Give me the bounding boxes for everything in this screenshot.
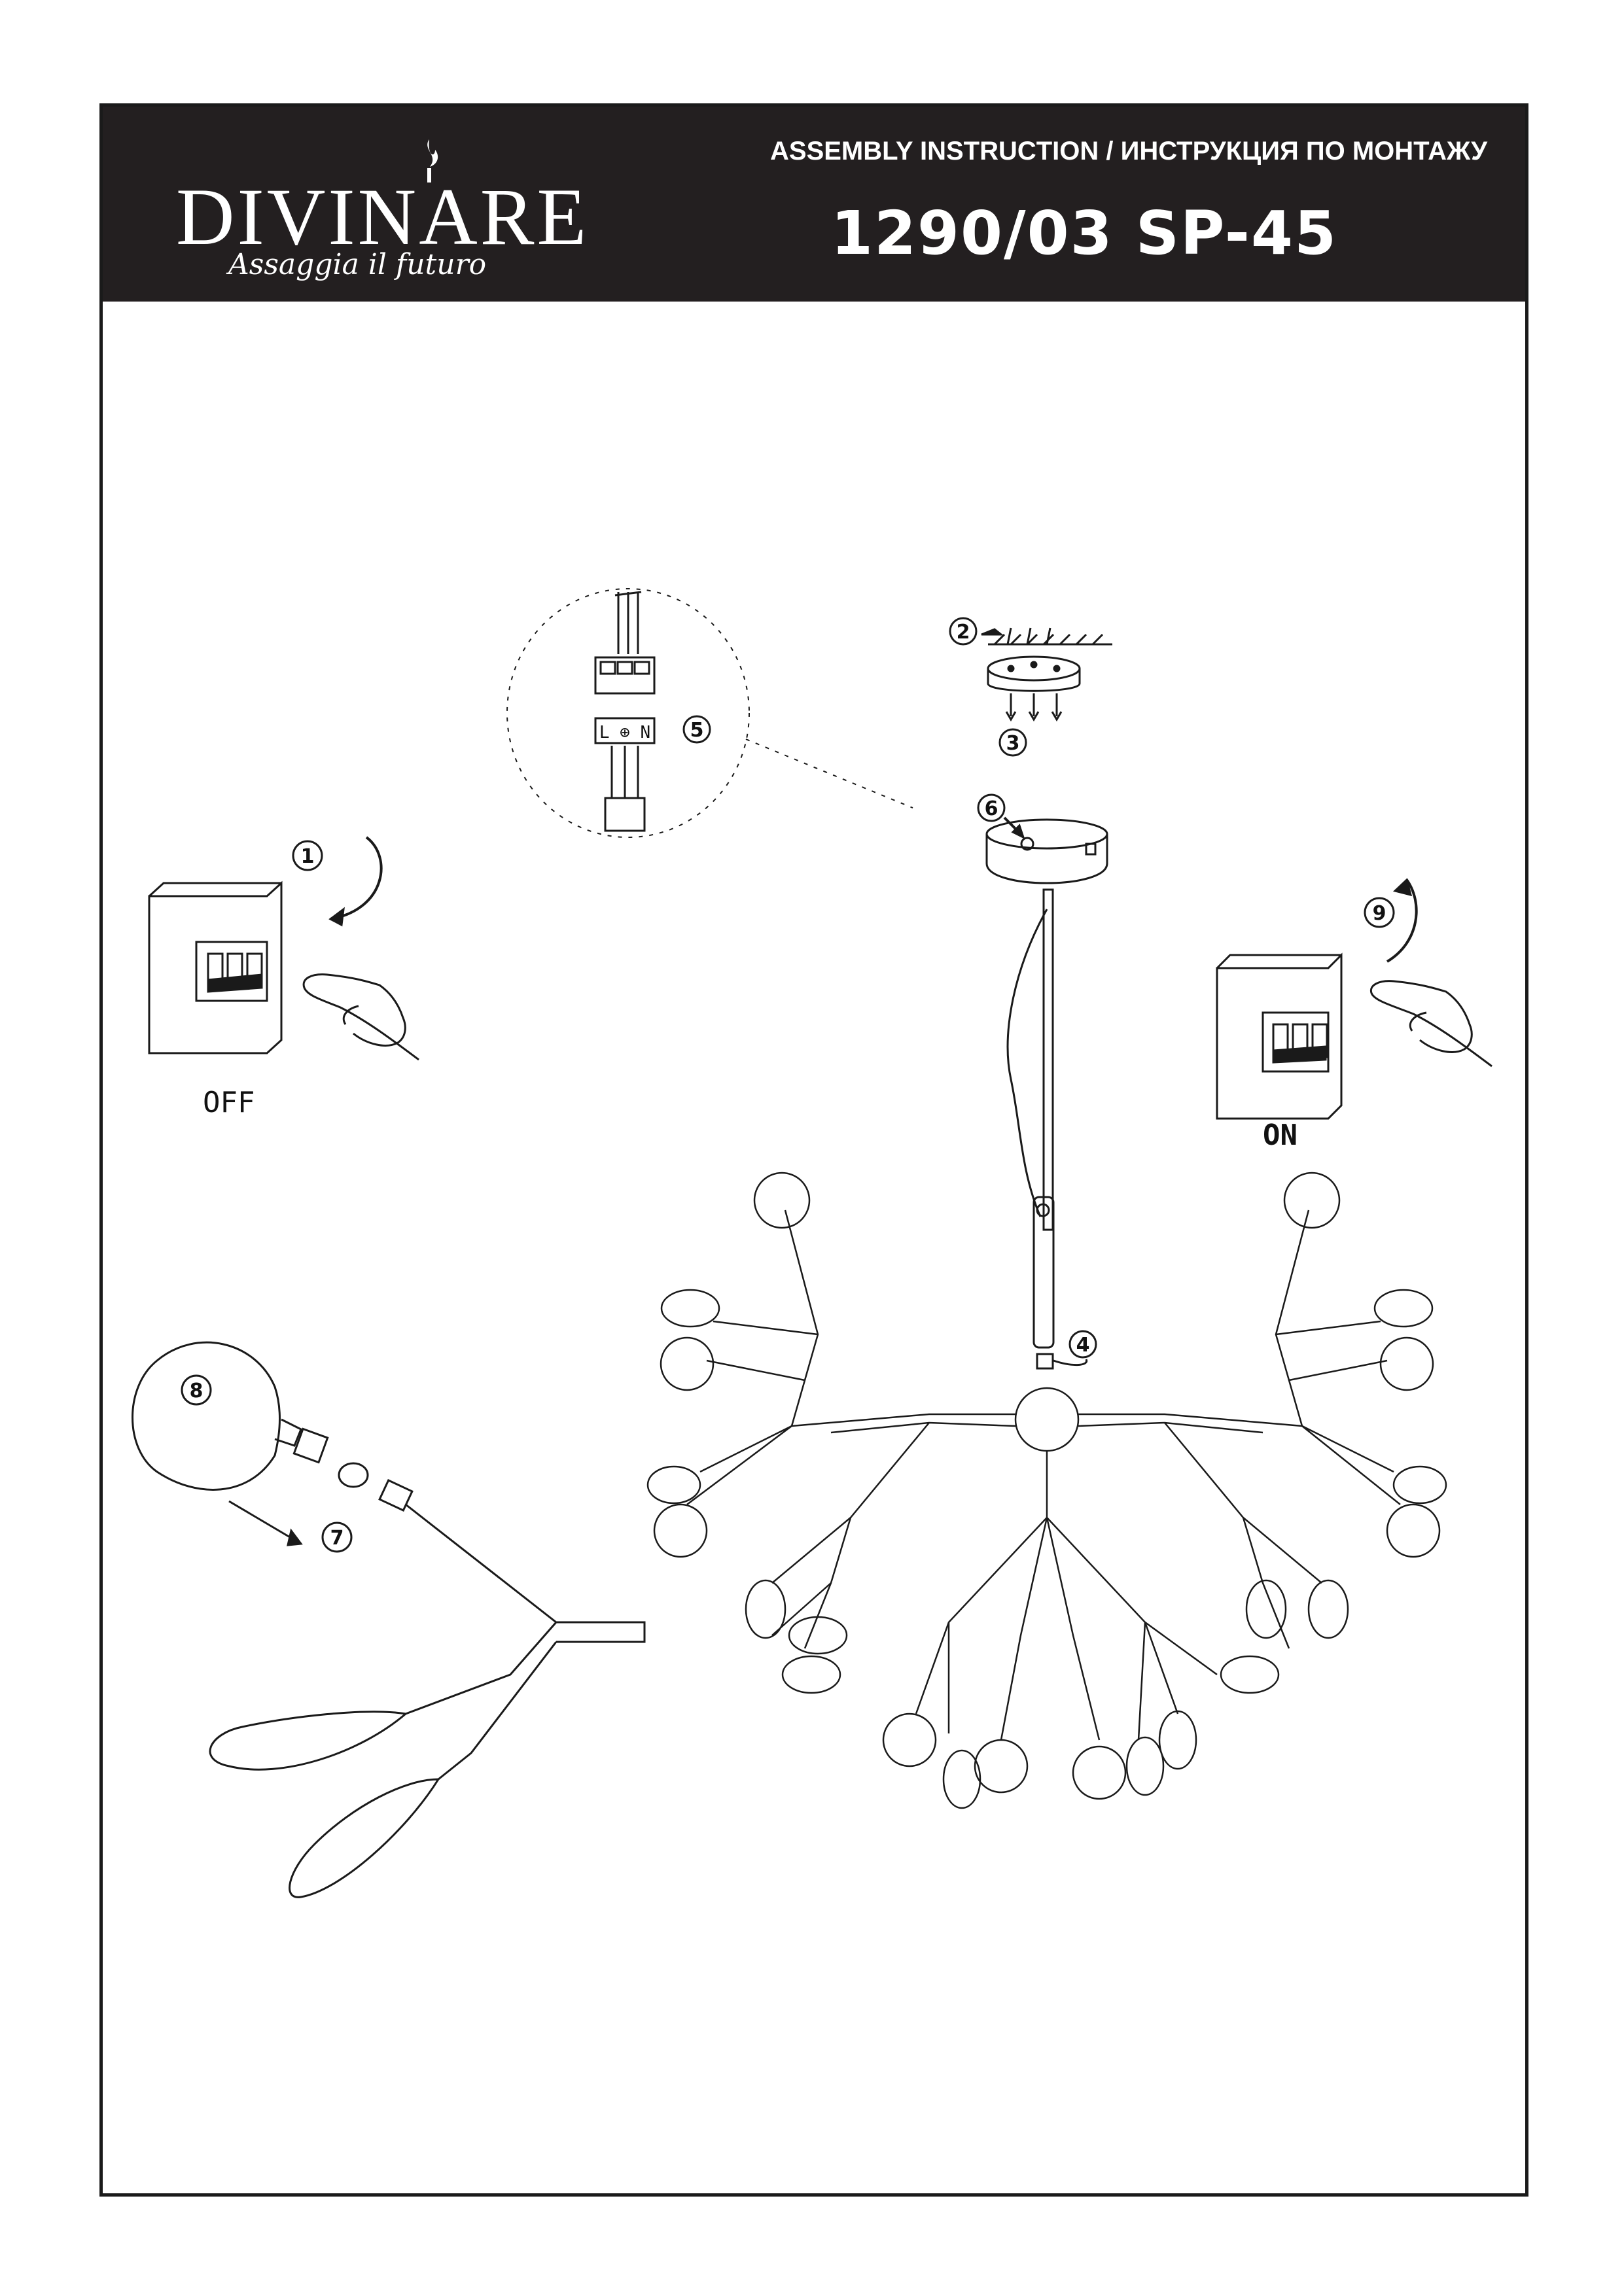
ceiling-mount	[981, 627, 1112, 722]
bulb-detail	[132, 1341, 646, 1898]
step-2-number: 2	[957, 621, 970, 644]
terminal-label: L ⊕ N	[599, 723, 650, 742]
step-8-number: 8	[190, 1380, 203, 1402]
hand-off	[302, 973, 419, 1061]
step-1-number: 1	[301, 845, 315, 868]
step-7-marker: 7	[321, 1522, 353, 1553]
brand-logo: DIVINARE Assaggia il futuro	[176, 138, 621, 281]
step-5-number: 5	[690, 719, 704, 742]
suspension	[1006, 888, 1055, 1370]
hand-on	[1369, 980, 1492, 1068]
arrow-step-7	[228, 1500, 303, 1546]
step-9-number: 9	[1373, 902, 1386, 925]
arrow-step-1	[328, 836, 383, 927]
arrow-step-9	[1386, 878, 1418, 963]
step-6-number: 6	[985, 797, 998, 820]
page-frame: DIVINARE Assaggia il futuro ASSEMBLY INS…	[99, 103, 1528, 2197]
brand-tagline: Assaggia il futuro	[228, 248, 487, 281]
switch-on-label: ON	[1263, 1119, 1297, 1152]
wall-switch-on	[1216, 952, 1343, 1120]
wiring-detail: L ⊕ N	[506, 588, 913, 838]
step-2-marker: 2	[949, 617, 978, 646]
instruction-title: ASSEMBLY INSTRUCTION / ИНСТРУКЦИЯ ПО МОН…	[770, 137, 1487, 165]
step-3-number: 3	[1006, 732, 1020, 755]
step-5-marker: 5	[682, 715, 711, 744]
step-4-number: 4	[1076, 1334, 1090, 1357]
step-6-marker: 6	[977, 793, 1025, 839]
step-9-marker: 9	[1364, 897, 1395, 928]
step-4-marker: 4	[1053, 1330, 1097, 1366]
header-bar: DIVINARE Assaggia il futuro ASSEMBLY INS…	[103, 107, 1525, 302]
model-number: 1290/03 SP-45	[831, 198, 1337, 268]
flame-icon	[427, 139, 438, 183]
step-8-marker: 8	[181, 1374, 212, 1406]
chandelier	[646, 1172, 1447, 1809]
canopy	[985, 818, 1108, 884]
wall-switch-off	[148, 880, 283, 1054]
switch-off-label: OFF	[203, 1086, 255, 1119]
step-7-number: 7	[330, 1527, 344, 1550]
brand-name: DIVINARE	[176, 172, 590, 262]
step-3-marker: 3	[998, 728, 1027, 757]
step-1-marker: 1	[292, 840, 323, 871]
